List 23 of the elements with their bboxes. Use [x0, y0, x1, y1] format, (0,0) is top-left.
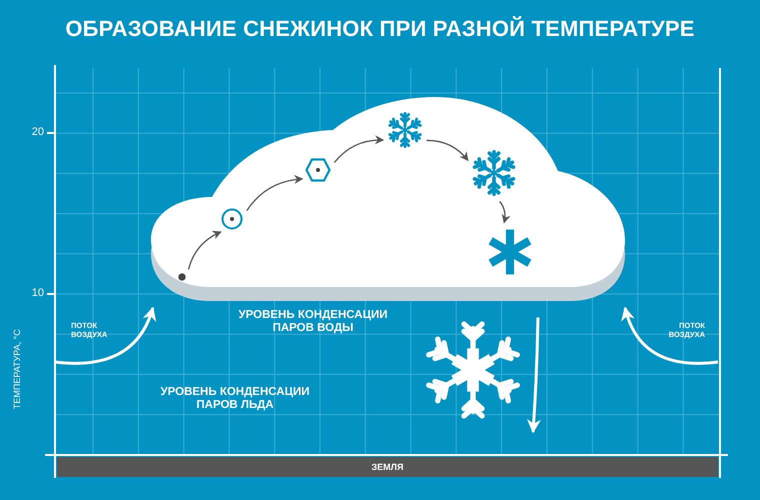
axis-title: ТЕМПЕРАТУРА, °C — [12, 328, 22, 412]
ground-bar — [57, 457, 718, 477]
arrow — [334, 136, 384, 163]
snowflake-icon — [471, 150, 517, 196]
cloud — [150, 97, 626, 303]
falling-arrow — [526, 317, 541, 434]
axis-tick-label: 20 — [30, 126, 44, 139]
arrow — [426, 140, 468, 162]
arrow — [188, 231, 222, 270]
droplet-icon — [221, 208, 243, 230]
dot — [178, 273, 186, 281]
level-label: УРОВЕНЬ КОНДЕНСАЦИИ ПАРОВ ЛЬДА — [159, 386, 311, 412]
snowflake-icon — [486, 228, 534, 276]
axis-tick-label: 10 — [30, 287, 44, 300]
snowflake-icon — [387, 112, 423, 148]
arrow — [499, 201, 510, 224]
airflow-arrow — [622, 306, 718, 365]
airflow-arrow — [54, 306, 156, 365]
ground-label: ЗЕМЛЯ — [372, 462, 404, 472]
level-label: УРОВЕНЬ КОНДЕНСАЦИИ ПАРОВ ВОДЫ — [237, 309, 389, 336]
arrow — [246, 175, 304, 211]
hexagon-crystal-icon — [305, 158, 331, 182]
title: ОБРАЗОВАНИЕ СНЕЖИНОК ПРИ РАЗНОЙ ТЕМПЕРАТУРЕ — [64, 16, 696, 42]
